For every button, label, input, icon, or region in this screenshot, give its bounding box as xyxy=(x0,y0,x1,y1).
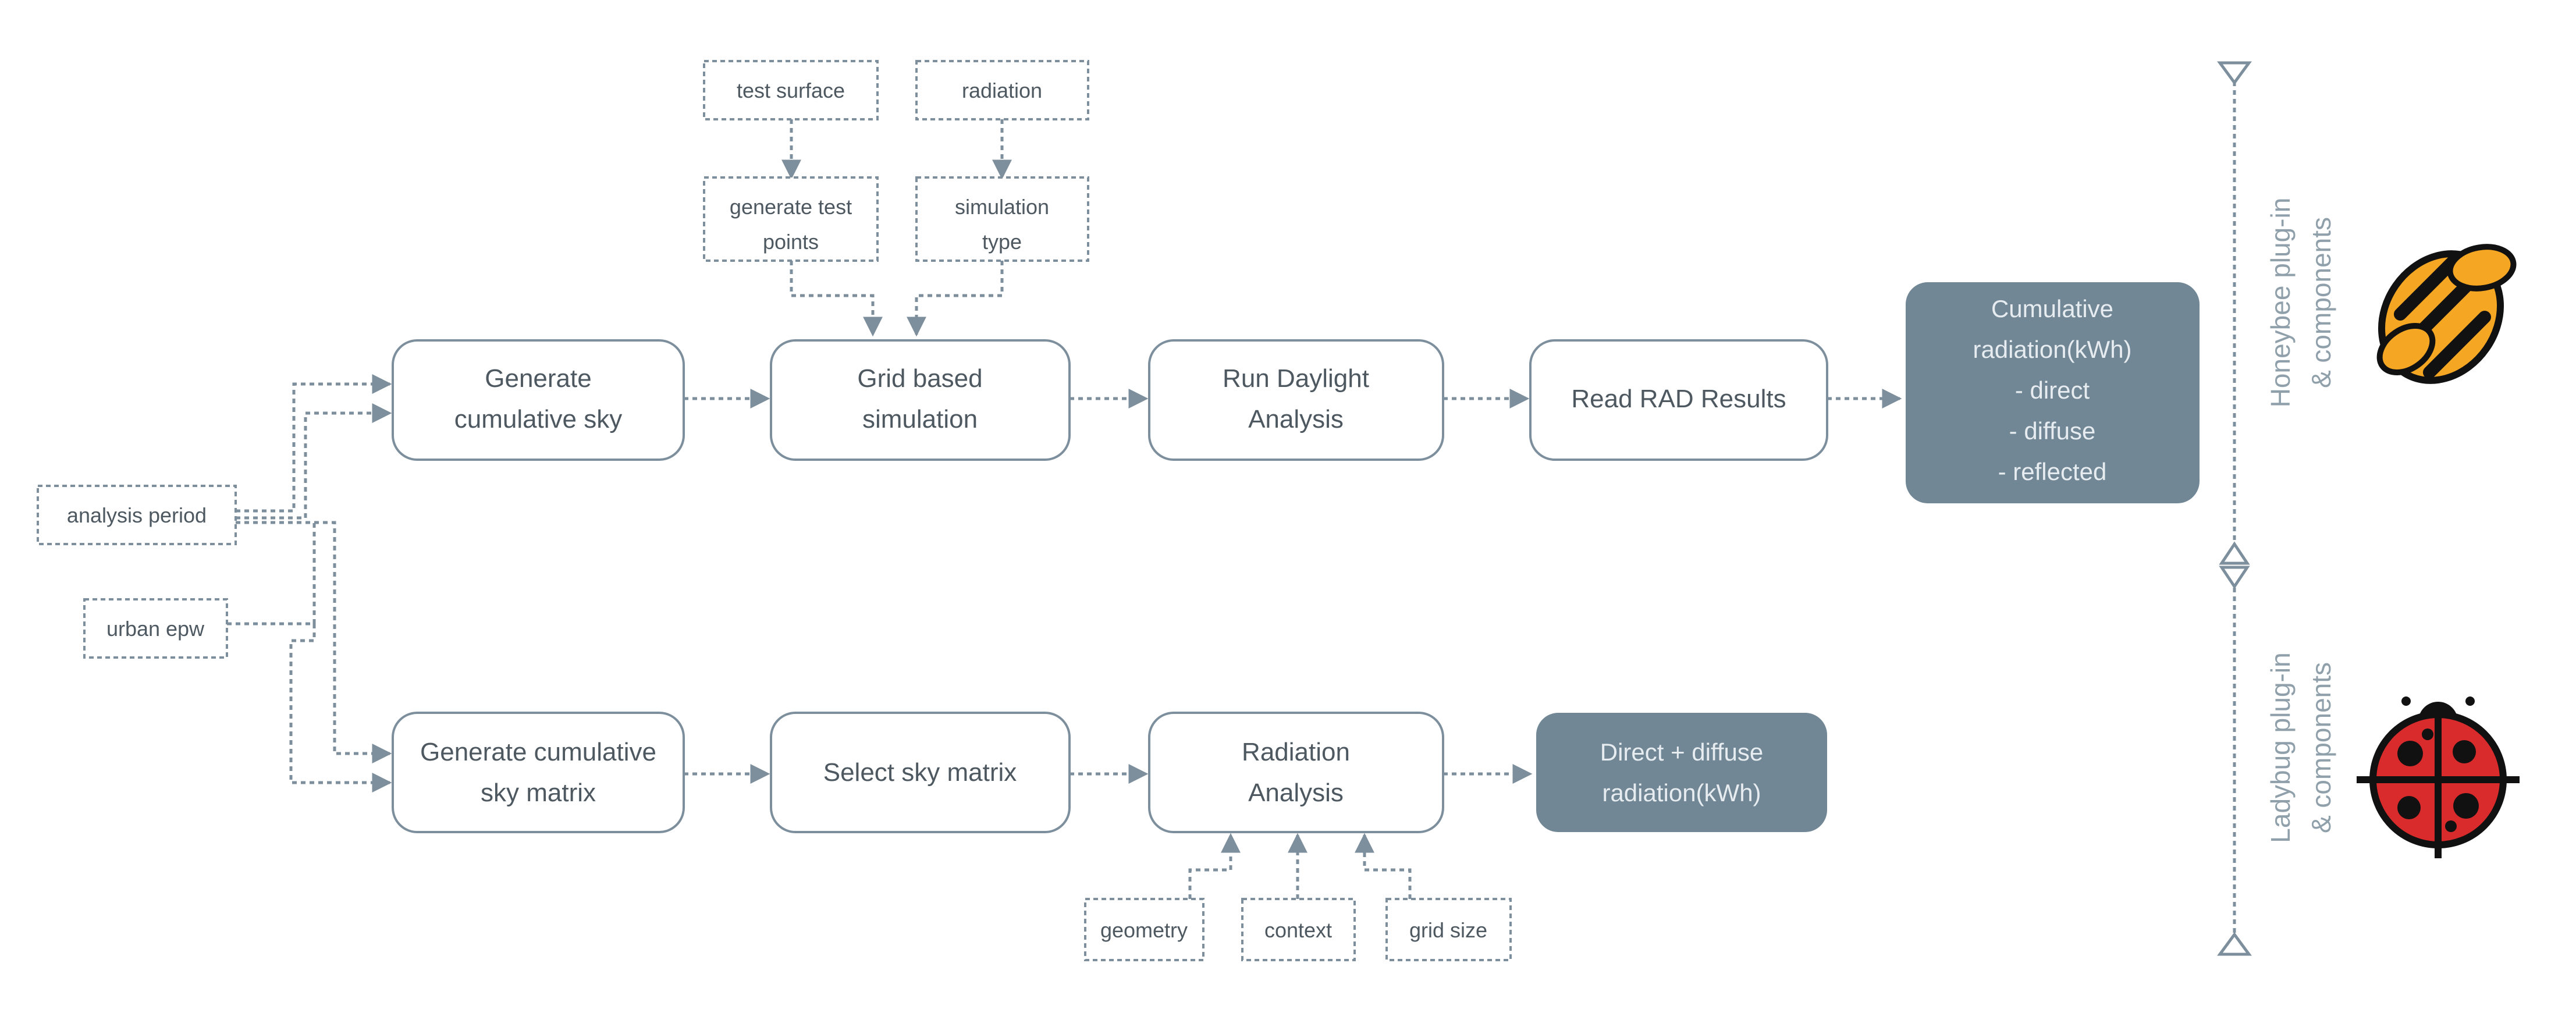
label-grid-size: grid size xyxy=(1409,918,1487,942)
node-direct-diffuse-output xyxy=(1536,713,1827,832)
connector-geometry xyxy=(1188,833,1241,899)
node-generate-cumulative-sky xyxy=(392,339,685,461)
label-analysis-period: analysis period xyxy=(67,503,207,527)
ladybug-icon xyxy=(2357,696,2520,858)
node-select-sky-matrix xyxy=(770,712,1071,833)
label-grid-based-simulation-2: simulation xyxy=(862,405,978,433)
connector-epw-to-sky xyxy=(236,403,392,520)
label-output-cumulative: Cumulative xyxy=(1991,295,2113,322)
divider-markers xyxy=(2217,61,2252,956)
input-box-context xyxy=(1241,898,1356,961)
label-generate-cumulative-sky-matrix-1: Generate cumulative xyxy=(420,738,656,766)
label-output-direct-diffuse: Direct + diffuse xyxy=(1600,738,1764,766)
connector-epw-to-matrix xyxy=(227,622,392,793)
process-labels: Generate cumulative sky Grid based simul… xyxy=(420,364,1786,807)
label-grid-based-simulation-1: Grid based xyxy=(857,364,982,393)
label-output-direct-diffuse-kwh: radiation(kWh) xyxy=(1602,779,1761,806)
divider-triangle-mid-up xyxy=(2219,541,2250,565)
label-simulation-type-1: simulation xyxy=(955,195,1049,219)
input-labels: test surface radiation generate test poi… xyxy=(67,79,1487,942)
label-select-sky-matrix: Select sky matrix xyxy=(823,758,1017,787)
connector-period-to-sky xyxy=(236,374,392,513)
label-geometry: geometry xyxy=(1100,918,1188,942)
label-context: context xyxy=(1264,918,1332,942)
node-cumulative-radiation-output xyxy=(1906,282,2200,503)
input-box-urban-epw xyxy=(83,598,228,659)
divider-triangle-bottom xyxy=(2217,932,2252,956)
input-boxes xyxy=(37,60,1512,961)
input-box-grid-size xyxy=(1385,898,1512,961)
side-label-honeybee-1: Honeybee plug-in xyxy=(2265,198,2296,408)
label-generate-cumulative-sky-matrix-2: sky matrix xyxy=(481,779,596,807)
connector-simulation-type xyxy=(907,261,1004,337)
divider-triangle-mid-down xyxy=(2219,566,2250,589)
label-test-surface: test surface xyxy=(737,79,845,102)
label-run-daylight-analysis-1: Run Daylight xyxy=(1223,364,1369,393)
side-label-ladybug-2: & components xyxy=(2306,662,2336,833)
label-run-daylight-analysis-2: Analysis xyxy=(1248,405,1344,433)
divider-triangle-top xyxy=(2217,61,2252,86)
label-radiation: radiation xyxy=(962,79,1042,102)
honeybee-icon xyxy=(2376,244,2517,384)
side-label-ladybug-1: Ladybug plug-in xyxy=(2265,652,2296,843)
label-output-reflected: - reflected xyxy=(1998,458,2107,485)
label-read-rad-results: Read RAD Results xyxy=(1571,385,1786,413)
label-generate-test-points-2: points xyxy=(763,230,819,254)
node-grid-based-simulation xyxy=(770,339,1071,461)
label-radiation-analysis-2: Analysis xyxy=(1248,779,1344,807)
label-output-radiation-kwh: radiation(kWh) xyxy=(1973,336,2131,363)
input-box-geometry xyxy=(1084,898,1204,961)
node-read-rad-results xyxy=(1529,339,1828,461)
input-box-analysis-period xyxy=(37,485,237,545)
label-output-diffuse: - diffuse xyxy=(2009,417,2096,445)
connector-grid-size xyxy=(1355,833,1412,899)
side-label-honeybee-2: & components xyxy=(2306,217,2336,388)
label-generate-test-points-1: generate test xyxy=(730,195,852,219)
side-labels: Honeybee plug-in & components Ladybug pl… xyxy=(2265,198,2336,843)
input-box-simulation-type xyxy=(915,176,1089,262)
label-radiation-analysis-1: Radiation xyxy=(1242,738,1350,766)
process-boxes xyxy=(392,339,1828,833)
input-box-generate-test-points xyxy=(703,176,879,262)
label-simulation-type-2: type xyxy=(982,230,1022,254)
label-urban-epw: urban epw xyxy=(106,617,205,641)
output-boxes xyxy=(1536,282,2200,832)
input-box-test-surface xyxy=(703,60,879,120)
node-radiation-analysis xyxy=(1148,712,1444,833)
label-generate-cumulative-sky-1: Generate xyxy=(485,364,591,393)
output-labels: Cumulative radiation(kWh) - direct - dif… xyxy=(1600,295,2132,806)
input-box-radiation xyxy=(915,60,1089,120)
connector-period-to-matrix xyxy=(236,521,392,763)
label-output-direct: - direct xyxy=(2015,376,2090,404)
connector-test-points xyxy=(790,261,883,337)
node-run-daylight-analysis xyxy=(1148,339,1444,461)
connectors xyxy=(227,81,2236,934)
connector-epw-up xyxy=(227,523,316,626)
node-generate-cumulative-sky-matrix xyxy=(392,712,685,833)
label-generate-cumulative-sky-2: cumulative sky xyxy=(454,405,623,433)
